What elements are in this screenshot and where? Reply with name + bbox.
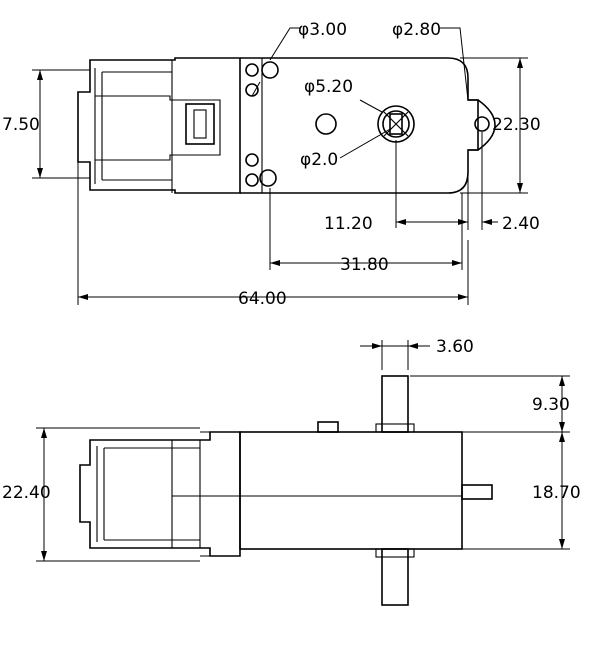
arrow-64-00-left (78, 294, 88, 300)
side-motor-outline (79, 431, 241, 557)
side-motor-clip (172, 431, 240, 557)
motor-clip-slot-inner (193, 109, 207, 139)
arrow-11-20-left (396, 219, 406, 225)
label-shaft-width: 3.60 (436, 337, 474, 357)
leader-shaft-inner (339, 127, 393, 159)
small-hole-bottom-2 (259, 169, 277, 187)
arrow-7-50-bottom (37, 168, 43, 178)
arrow-3-60-right (408, 343, 418, 349)
label-overall-length: 64.00 (238, 289, 287, 309)
motor-clip (95, 95, 221, 161)
leader-shaft-outer (359, 99, 383, 113)
arrow-3-60-left (372, 343, 382, 349)
small-hole-bottom-3 (245, 173, 259, 187)
small-hole-top-3 (245, 83, 259, 97)
arrow-18-70-top (559, 432, 565, 442)
gearbox-body-outline (240, 57, 479, 194)
leader-hole-small (251, 81, 261, 97)
side-view: 3.60 9.30 18.70 22.40 (2, 337, 581, 606)
arrow-7-50-top (37, 70, 43, 80)
motor-endcap-inner (94, 60, 173, 193)
label-mount-hole: φ2.80 (392, 20, 441, 40)
arrow-9-30-top (559, 376, 565, 386)
arrow-22-40-top (41, 428, 47, 438)
side-right-stub (461, 484, 493, 500)
center-hole (315, 113, 337, 135)
side-shaft-top-collar (375, 423, 415, 433)
mount-tab (468, 99, 496, 151)
arrow-22-30-top (517, 58, 523, 68)
label-shaft-inner: φ2.0 (300, 150, 338, 170)
label-overall-height: 22.40 (2, 483, 51, 503)
motor-clip-slot (185, 103, 215, 145)
side-motor-inner (96, 440, 201, 548)
small-hole-top-1 (245, 63, 259, 77)
label-shaft-extension: 9.30 (532, 395, 570, 415)
shaft-flat (389, 113, 403, 135)
side-gearbox-body (239, 431, 463, 550)
label-holes-to-edge: 31.80 (340, 255, 389, 275)
arrow-22-40-bottom (41, 551, 47, 561)
shaft-cross-2 (383, 111, 409, 137)
arrow-18-70-bottom (559, 539, 565, 549)
leader-mount-hole (440, 27, 469, 101)
arrow-31-80-left (270, 260, 280, 266)
label-body-height: 18.70 (532, 483, 581, 503)
arrow-2-40 (482, 219, 492, 225)
label-shaft-outer: φ5.20 (304, 77, 353, 97)
arrow-31-80-right (452, 260, 462, 266)
mount-hole (474, 116, 490, 132)
label-hole-3: φ3.00 (298, 20, 347, 40)
label-motor-height: 7.50 (2, 115, 40, 135)
top-view: φ3.00 φ2.80 φ5.20 φ2.0 7.50 22.30 11.20 … (2, 20, 541, 309)
arrow-11-20-right (458, 219, 468, 225)
leader-hole-3 (269, 27, 300, 61)
arrow-64-00-right (458, 294, 468, 300)
small-hole-top-2 (261, 61, 279, 79)
side-gearbox-bump (317, 421, 339, 433)
arrow-9-30-bottom (559, 422, 565, 432)
label-tab-offset: 2.40 (502, 214, 540, 234)
arrow-22-30-bottom (517, 183, 523, 193)
label-gearbox-height: 22.30 (492, 115, 541, 135)
side-shaft-bottom-collar (375, 548, 415, 558)
small-hole-bottom-1 (245, 153, 259, 167)
shaft-mid-circle (382, 110, 410, 138)
label-shaft-to-edge: 11.20 (324, 214, 373, 234)
